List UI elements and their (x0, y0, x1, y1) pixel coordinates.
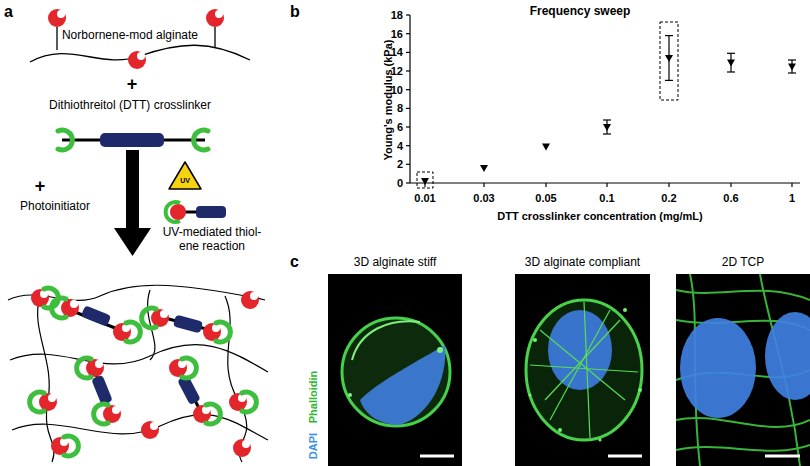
tick-label: 8 (397, 102, 403, 115)
panel-letter: b (290, 3, 300, 21)
tick-label: 10 (391, 83, 403, 96)
panel-heading: 2D TCP (722, 255, 764, 269)
stain-label: DAPI (307, 433, 320, 459)
annotation-label: Norbornene-mod alginate (62, 29, 198, 43)
panel-heading: 3D alginate compliant (525, 255, 640, 269)
tick-label: 0.1 (599, 192, 614, 205)
annotation-label: UV-mediated thiol-ene reaction (156, 226, 268, 254)
annotation-label: Photoinitiator (20, 200, 90, 214)
warning-label: UV (180, 177, 190, 185)
tick-label: 2 (397, 158, 403, 171)
tick-label: 0.2 (661, 192, 676, 205)
plus-sign: + (127, 74, 138, 95)
tick-label: 12 (391, 65, 403, 78)
tick-label: 0.05 (535, 192, 556, 205)
stain-label: Phalloidin (307, 371, 320, 424)
tick-label: 6 (397, 121, 403, 134)
plus-sign: + (35, 176, 46, 197)
tick-label: 4 (397, 139, 403, 152)
micrograph-panel: 3D alginate stiff (328, 274, 462, 466)
panel-letter: c (290, 253, 299, 271)
panel-letter: a (4, 3, 13, 21)
tick-label: 0.03 (473, 192, 494, 205)
panel-heading: 3D alginate stiff (354, 255, 437, 269)
chart-title: Frequency sweep (530, 5, 631, 19)
tick-label: 1 (789, 192, 795, 205)
tick-label: 14 (391, 46, 403, 59)
tick-label: 0.6 (723, 192, 738, 205)
tick-label: 16 (391, 27, 403, 40)
micrograph-panel: 3D alginate compliant (515, 274, 650, 466)
tick-label: 0 (397, 177, 403, 190)
annotation-label: Dithiothreitol (DTT) crosslinker (49, 99, 211, 113)
micrograph-panel: 2D TCP (676, 274, 810, 466)
tick-label: 18 (391, 9, 403, 22)
axis-title: DTT crosslinker concentration (mg/mL) (497, 210, 702, 223)
tick-label: 0.01 (414, 192, 435, 205)
